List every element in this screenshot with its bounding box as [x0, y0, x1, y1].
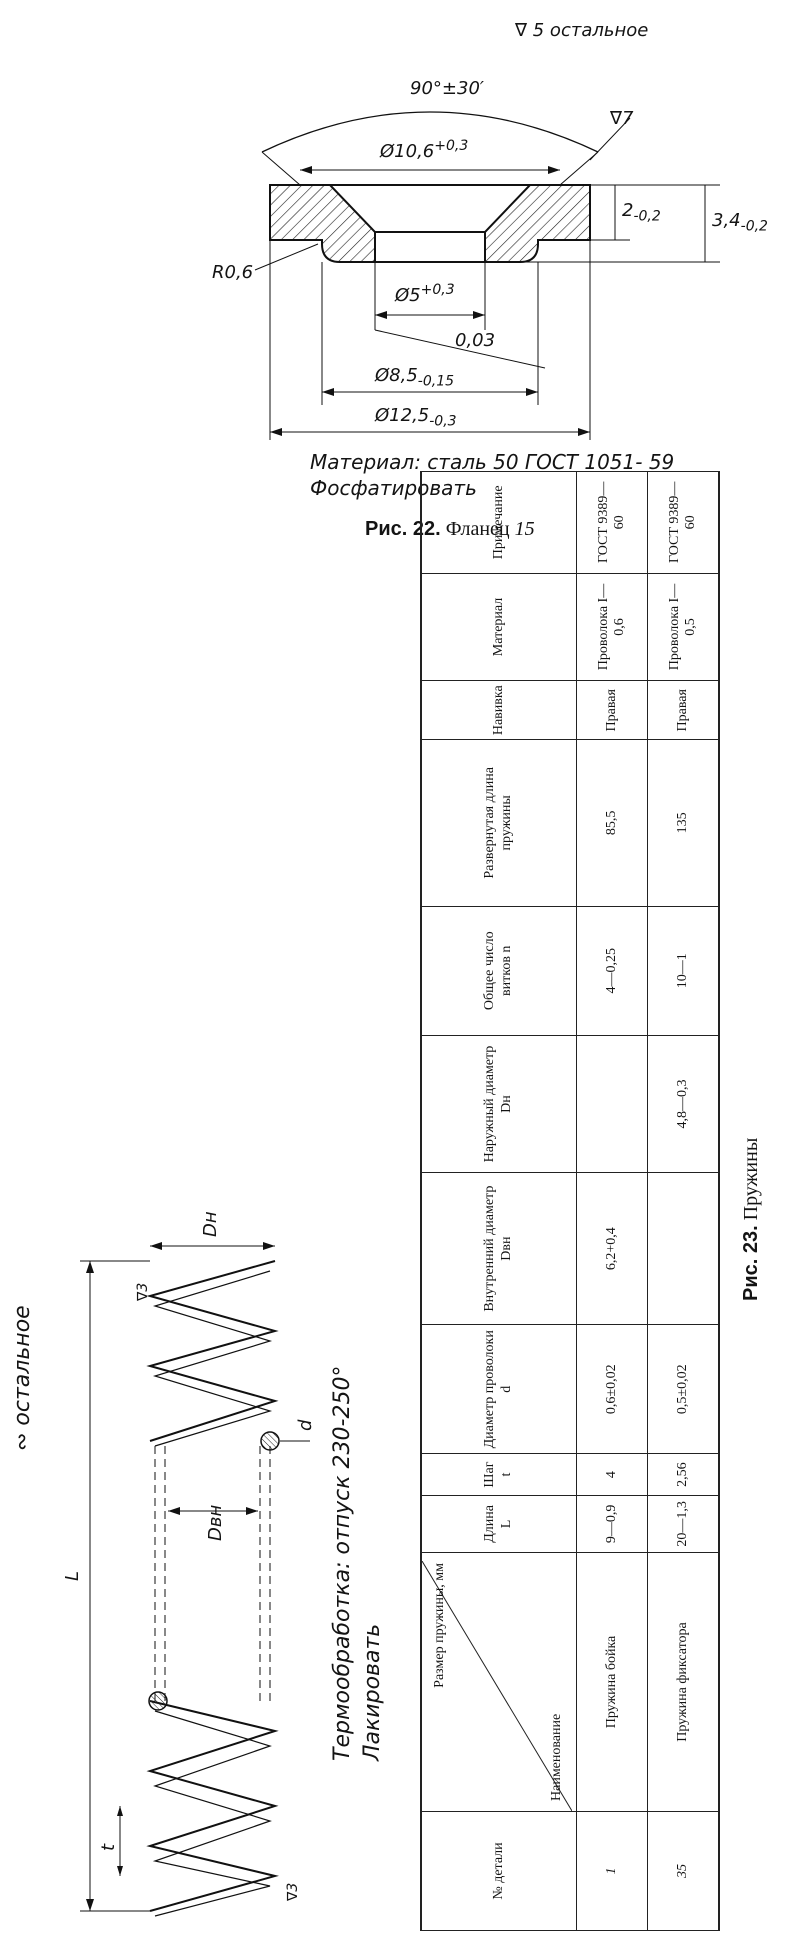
cell: ГОСТ 9389—60	[647, 471, 719, 574]
cell: 85,5	[576, 739, 648, 907]
flange-section-left	[269, 184, 376, 263]
col-coil-count: Общее число витков n	[421, 906, 577, 1036]
col-material: Материал	[421, 573, 577, 681]
col-length: Длина L	[421, 1495, 577, 1553]
cell: Проволока I—0,6	[576, 573, 648, 681]
col-inner-diameter: Внутренний диаметр Dвн	[421, 1172, 577, 1325]
flange-section-right	[484, 184, 591, 263]
dim-mid-diameter: Ø8,5-0,15	[375, 365, 455, 390]
col-pitch: Шаг t	[421, 1453, 577, 1496]
dim-Dn-label: Dн	[200, 1211, 221, 1237]
surface-finish-spring: ∾ остальное	[10, 1305, 35, 1451]
cell: ГОСТ 9389—60	[576, 471, 648, 574]
dim-bore: Ø5+0,3	[395, 282, 455, 306]
dim-step-depth: 2-0,2	[622, 200, 661, 225]
cell: 10—1	[647, 906, 719, 1036]
figure-22-caption: Рис. 22. Фланец 15	[365, 518, 535, 540]
dim-L-label: L	[62, 1570, 83, 1581]
col-outer-diameter: Наружный диаметр Dн	[421, 1035, 577, 1173]
table-row: 1 Пружина бойка 9—0,9 4 0,6±0,02 6,2+0,4…	[576, 471, 648, 1931]
col-note: Примечание	[421, 471, 577, 574]
dim-Dvn-label: Dвн	[205, 1504, 226, 1541]
dim-total-height: 3,4-0,2	[712, 210, 768, 235]
cell: 2,56	[647, 1453, 719, 1496]
row-name: Пружина бойка	[576, 1552, 648, 1812]
col-wire-diameter: Диаметр проволоки d	[421, 1324, 577, 1454]
cell: 6,2+0,4	[576, 1172, 648, 1325]
finish-mark-bottom: ∇3	[285, 1882, 301, 1901]
cell	[647, 1172, 719, 1325]
header-name-size: Размер пружины, мм Наименование	[421, 1552, 577, 1812]
spring-drawing	[80, 1242, 310, 1917]
radius-label: R0,6	[212, 262, 254, 283]
row-part-number: 1	[604, 1867, 620, 1875]
cell: 4—0,25	[576, 906, 648, 1036]
spring-table: № детали Размер пружины, мм Наименование…	[420, 471, 720, 1931]
finish-mark-7: ∇7	[610, 108, 634, 129]
finish-mark-top: ∇3	[135, 1282, 151, 1301]
cell: 4	[576, 1453, 648, 1496]
diagonal-divider	[422, 1561, 572, 1811]
header-part-number: № детали	[421, 1811, 577, 1931]
table-row: 35 Пружина фиксатора 20—1,3 2,56 0,5±0,0…	[647, 471, 719, 1931]
figure-23: ∾ остальное L t Dн Dвн d ∇3 ∇3 Термообра…	[0, 461, 790, 1941]
angle-dimension: 90°±30′	[410, 78, 484, 99]
dim-top-diameter: Ø10,6+0,3	[380, 138, 469, 162]
col-winding: Навивка	[421, 680, 577, 740]
cell: Проволока I—0,5	[647, 573, 719, 681]
cell: 0,5±0,02	[647, 1324, 719, 1454]
header-name: Наименование	[549, 1713, 565, 1801]
dim-t-label: t	[98, 1843, 119, 1851]
runout-value: 0,03	[455, 330, 496, 351]
cell: 135	[647, 739, 719, 907]
cell: 9—0,9	[576, 1495, 648, 1553]
row-part-number: 35	[675, 1864, 691, 1878]
surface-finish-note: ∇ 5 остальное	[515, 20, 649, 41]
flange-drawing	[254, 111, 720, 440]
row-name: Пружина фиксатора	[647, 1552, 719, 1812]
cell	[576, 1035, 648, 1173]
cell: Правая	[647, 680, 719, 740]
material-note: Материал: сталь 50 ГОСТ 1051- 59	[310, 450, 675, 474]
dim-d-label: d	[295, 1419, 316, 1431]
figure-22: ∇ 5 остальное 90°±30′ ∇7 Ø10,6+0,3 2-0,2…	[0, 0, 790, 540]
lacquer-note: Лакировать	[360, 1623, 385, 1761]
figure-23-caption: Рис. 23. Пружины	[740, 1137, 762, 1301]
finish-note: Фосфатировать	[310, 476, 477, 500]
header-size: Размер пружины, мм	[432, 1563, 447, 1688]
cell: 4,8—0,3	[647, 1035, 719, 1173]
cell: 20—1,3	[647, 1495, 719, 1553]
heat-treatment-note: Термообработка: отпуск 230-250°	[330, 1365, 355, 1761]
cell: Правая	[576, 680, 648, 740]
cell: 0,6±0,02	[576, 1324, 648, 1454]
dim-outer-diameter: Ø12,5-0,3	[375, 405, 457, 430]
col-developed-length: Развернутая длина пружины	[421, 739, 577, 907]
